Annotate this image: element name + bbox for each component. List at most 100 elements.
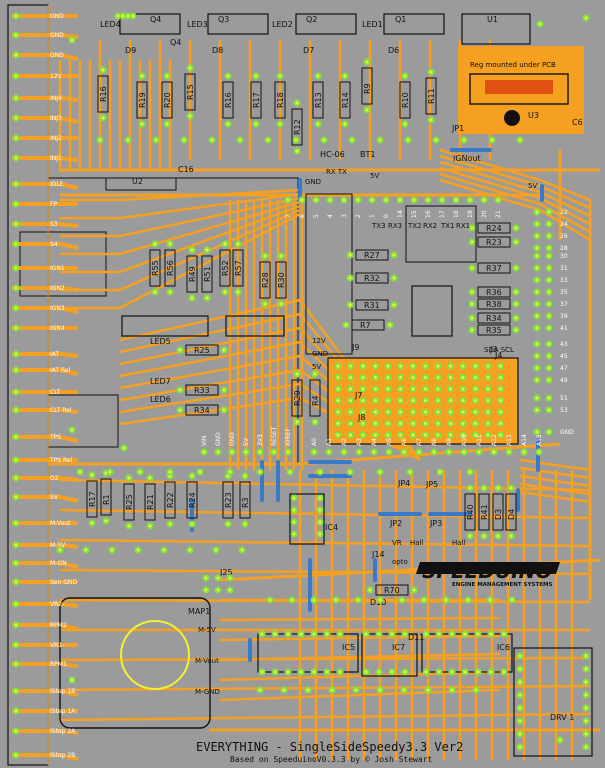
pad-hole (547, 210, 551, 214)
component-ref: Q1 (395, 15, 406, 24)
pad-hole (226, 74, 230, 78)
pad-hole (110, 548, 114, 552)
pad-hole (466, 598, 470, 602)
pad-hole (499, 422, 502, 425)
q1-outline (383, 13, 445, 35)
pad-hole (450, 688, 454, 692)
resistor-body (351, 319, 385, 331)
q4-outline (119, 13, 181, 35)
resistor-body (478, 493, 490, 531)
pad-hole (312, 450, 316, 454)
copper-trace (60, 196, 301, 238)
pad-hole (104, 519, 108, 523)
resistor-ref: R55 (151, 260, 160, 276)
regulator-mount-hole (504, 110, 520, 126)
analog-pin-label: A10 (461, 434, 468, 446)
resistor-ref: R1 (102, 494, 111, 505)
pad-hole (537, 450, 541, 454)
pad-hole (14, 242, 18, 246)
resistor-ref: R41 (480, 504, 489, 520)
pad-hole (474, 387, 477, 391)
digital-pin-label: 14 (397, 210, 404, 218)
pad-hole (294, 138, 298, 142)
pad-hole (489, 670, 493, 674)
pad-hole (449, 387, 452, 391)
resistor-body (477, 222, 511, 234)
pad-hole (238, 138, 242, 142)
pad-hole (336, 399, 340, 402)
mega-pin-label: 30 (560, 253, 568, 260)
pad-hole (342, 450, 346, 454)
pad-hole (344, 323, 348, 327)
power-label: 5V (312, 363, 321, 371)
analog-pin-label: A2 (341, 438, 348, 446)
resistor-ref: R34 (486, 314, 502, 323)
pad-hole (14, 202, 18, 206)
pad-hole (153, 242, 157, 246)
pad-hole (365, 60, 369, 64)
analog-pin-label: A1 (326, 438, 333, 446)
left-pin-label: INJ3 (50, 115, 62, 122)
pad-hole (295, 372, 299, 376)
digital-pin-label: 0 (383, 214, 390, 218)
pad-hole (390, 670, 394, 674)
pad-hole (286, 632, 290, 636)
power-label: GND (312, 350, 328, 358)
pad-hole (168, 522, 172, 526)
misc-label: 5V (370, 172, 379, 180)
pad-hole (325, 670, 329, 674)
left-pin-label: INJ1 (50, 155, 62, 162)
resistor-body (375, 584, 409, 596)
pad-hole (188, 66, 192, 70)
pad-hole (295, 101, 299, 105)
pad-hole (14, 709, 18, 713)
pad-hole (356, 598, 360, 602)
resistor-ref: R22 (166, 492, 175, 508)
pad-hole (314, 198, 318, 202)
ic4-outline (289, 493, 325, 545)
resistor-body (477, 236, 511, 248)
left-pin-label: O2 (50, 475, 59, 482)
copper-trace (12, 182, 79, 190)
pad-hole (361, 364, 365, 368)
resistor-body (185, 384, 219, 396)
pad-hole (470, 240, 474, 244)
left-pin-label: RPM1 (50, 661, 67, 668)
pad-hole (14, 266, 18, 270)
pad-hole (349, 376, 352, 379)
resistor-body (477, 312, 511, 324)
pad-hole (228, 588, 232, 592)
component-ref: JP5 (425, 480, 438, 489)
digital-pin-label: 15 (411, 210, 418, 218)
copper-trace (12, 602, 79, 608)
copper-trace (12, 242, 79, 250)
pad-hole (178, 388, 182, 392)
pad-hole (349, 364, 352, 368)
pad-hole (230, 450, 234, 454)
pad-hole (429, 118, 433, 122)
pad-hole (547, 408, 551, 412)
analog-pin-label: A9 (446, 438, 453, 446)
pad-hole (14, 643, 18, 647)
pad-hole (312, 632, 316, 636)
pad-hole (474, 364, 477, 368)
pad-hole (205, 296, 209, 300)
pad-hole (368, 588, 372, 592)
pad-hole (377, 670, 381, 674)
power-pin-label: 3V3 (257, 434, 264, 446)
copper-trace (59, 508, 591, 520)
component-ref: DRV 1 (550, 713, 574, 722)
left-pin-label: IAT Rel (50, 367, 71, 374)
pad-hole (210, 138, 214, 142)
pad-hole (357, 450, 361, 454)
mega-pin-label: 22 (560, 209, 568, 216)
component-ref: J14 (371, 550, 385, 559)
pad-hole (399, 364, 402, 368)
pad-hole (412, 198, 416, 202)
relay-outline-2 (225, 315, 285, 337)
pad-hole (154, 138, 158, 142)
pad-hole (361, 376, 365, 379)
pad-hole (236, 290, 240, 294)
resistor-body (274, 81, 286, 119)
